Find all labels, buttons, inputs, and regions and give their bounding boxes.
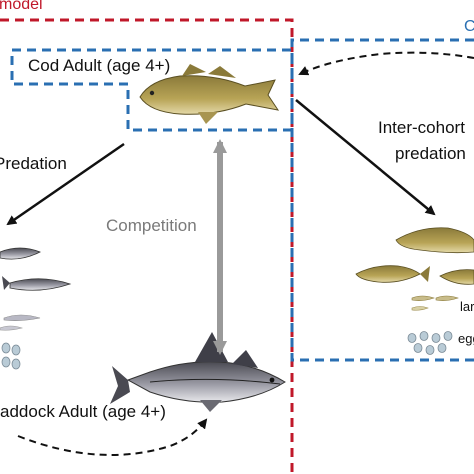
inter-cohort-predation-arrow [295,99,436,216]
model-boundary-box [0,18,294,474]
haddock-juvenile-fish [0,247,72,291]
cod-juvenile-fish [355,227,474,285]
inter-cohort-label-line1: Inter-cohort [378,118,465,137]
eggs-label-fragment: egg [458,331,474,346]
haddock-larvae [0,314,41,331]
cod-eggs [407,331,453,355]
cod-adult-fish [139,64,280,124]
cohort-boundary-box [290,38,474,362]
cod-adult-label: Cod Adult (age 4+) [28,56,171,75]
haddock-eggs [1,342,21,370]
cohort-label-fragment: C [464,18,474,35]
predation-arrow [6,142,125,226]
predation-label: Predation [0,154,67,173]
inter-cohort-label-line2: predation [395,144,466,163]
cod-larvae [411,295,459,311]
haddock-recruitment-arrow [17,418,208,456]
competition-label: Competition [106,216,197,235]
cod-recruitment-arrow [298,51,474,76]
larvae-label-fragment: lar [460,299,474,314]
haddock-adult-label: addock Adult (age 4+) [0,402,166,421]
model-label: model [0,0,43,13]
haddock-adult-fish [110,332,286,412]
